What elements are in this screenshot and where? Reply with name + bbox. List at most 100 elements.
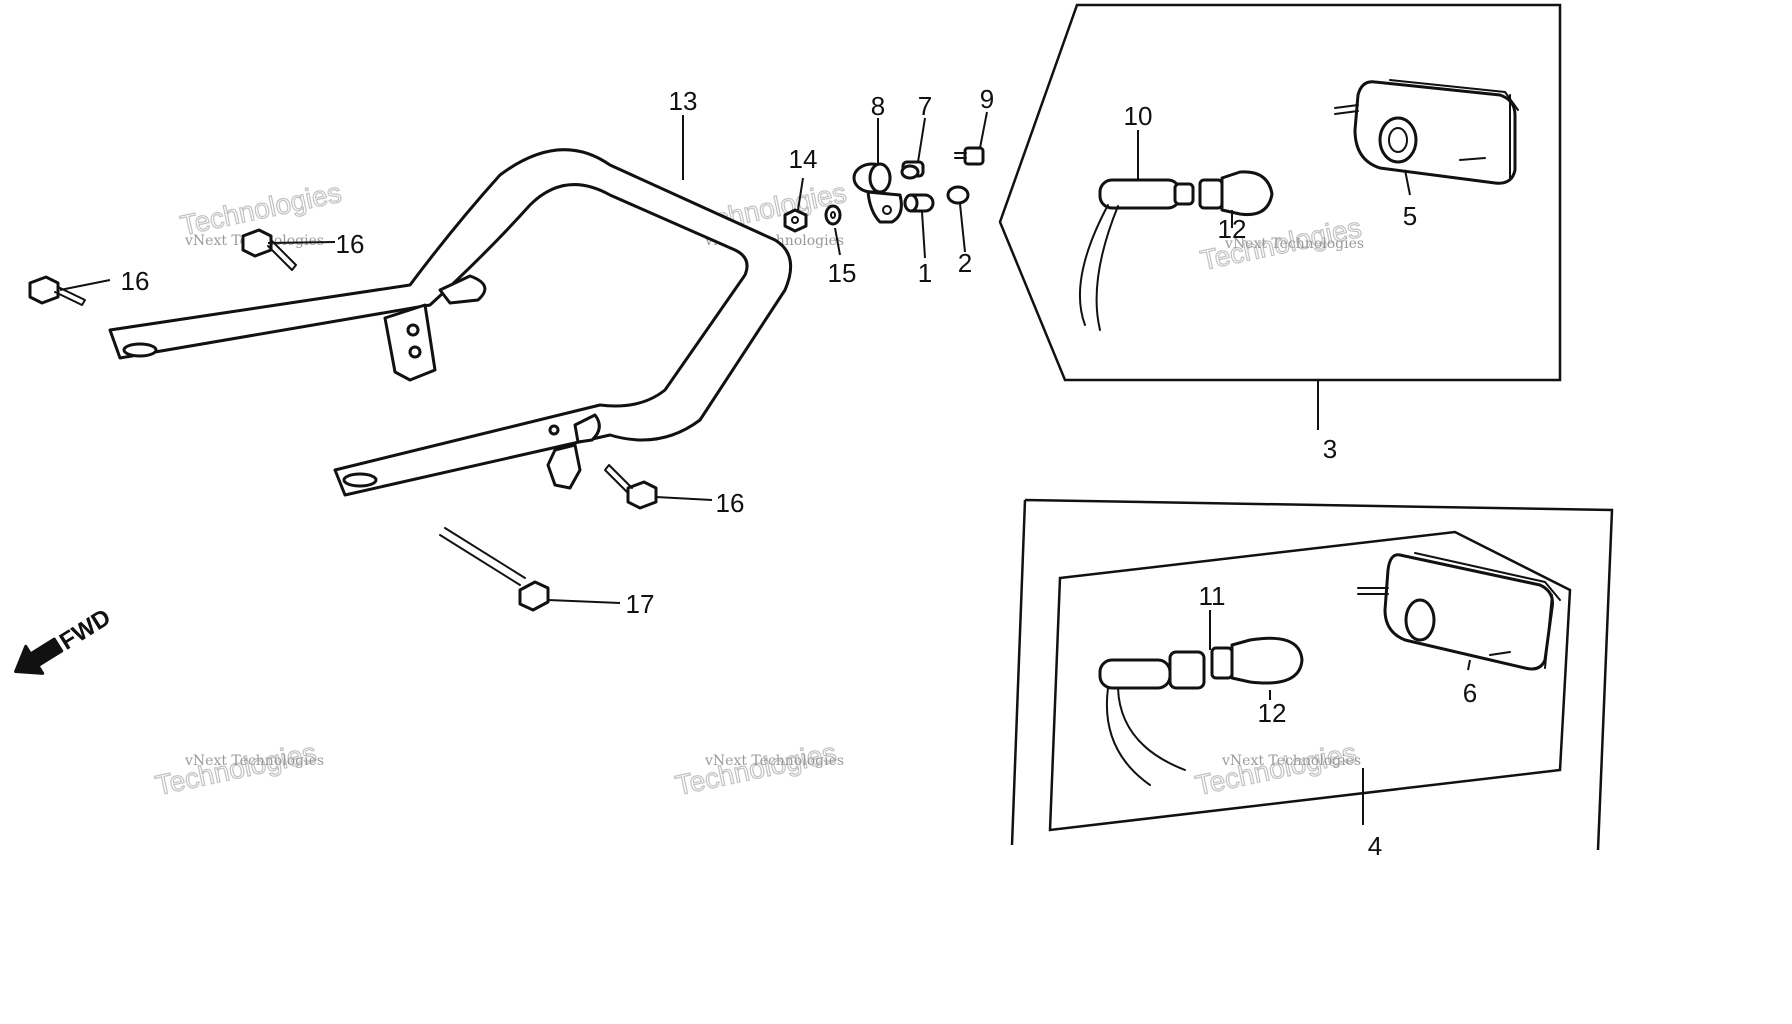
reflector-ridges bbox=[1389, 79, 1519, 181]
callout-2: 2 bbox=[958, 248, 972, 278]
forward-arrow: FWD bbox=[14, 604, 116, 675]
bulb-glass bbox=[1220, 170, 1274, 217]
socket-10 bbox=[1079, 178, 1195, 331]
bumper-tab-left bbox=[438, 274, 487, 305]
screw-head bbox=[963, 146, 985, 166]
socket-wires bbox=[1106, 687, 1186, 786]
leader-9 bbox=[979, 111, 988, 149]
callout-12a: 12 bbox=[1218, 214, 1247, 244]
washer-15 bbox=[824, 204, 842, 226]
mount-face bbox=[868, 162, 892, 194]
grommet-body bbox=[946, 185, 970, 205]
bolt-head bbox=[626, 480, 658, 510]
watermark-line1: vNext Technologies bbox=[1224, 236, 1364, 252]
reflector-lens bbox=[1404, 598, 1436, 642]
leader-17 bbox=[547, 599, 621, 604]
socket-wires bbox=[1079, 204, 1119, 331]
bumper-slot-right bbox=[342, 472, 378, 488]
callout-8: 8 bbox=[871, 91, 885, 121]
bolt-head bbox=[28, 275, 60, 305]
reflector-studs bbox=[1357, 587, 1511, 656]
leader-7 bbox=[917, 117, 926, 163]
collar-7 bbox=[900, 160, 925, 180]
callout-labels: 13 8 7 9 14 15 1 2 16 16 16 17 10 12 5 3… bbox=[121, 84, 1478, 861]
washer-hole bbox=[830, 211, 836, 219]
callout-6: 6 bbox=[1463, 678, 1477, 708]
bolt-16-b bbox=[241, 228, 297, 271]
watermark-line1: vNext Technologies bbox=[184, 753, 324, 769]
nut-body bbox=[783, 208, 808, 233]
callout-5: 5 bbox=[1403, 201, 1417, 231]
callout-7: 7 bbox=[918, 91, 932, 121]
callout-12b: 12 bbox=[1258, 698, 1287, 728]
callout-9: 9 bbox=[980, 84, 994, 114]
callout-15: 15 bbox=[828, 258, 857, 288]
leader-14 bbox=[797, 177, 804, 211]
bracket-hole bbox=[548, 424, 560, 436]
leader-16b bbox=[267, 241, 336, 244]
socket-collar bbox=[1173, 182, 1195, 206]
bolt-17 bbox=[439, 527, 550, 612]
callout-16a: 16 bbox=[121, 266, 150, 296]
screw-thread bbox=[954, 152, 967, 159]
collar-1 bbox=[903, 193, 935, 213]
callout-3: 3 bbox=[1323, 434, 1337, 464]
callout-13: 13 bbox=[669, 86, 698, 116]
leader-16a bbox=[59, 279, 111, 291]
collar-end bbox=[903, 193, 919, 213]
reflector-5 bbox=[1334, 79, 1519, 185]
bulb-12b bbox=[1210, 636, 1304, 685]
leader-15 bbox=[834, 227, 841, 256]
bumper-frame bbox=[108, 148, 793, 497]
bolt-shank bbox=[439, 527, 526, 586]
callout-16b: 16 bbox=[336, 229, 365, 259]
plate-hole bbox=[882, 205, 892, 215]
leader-16c bbox=[655, 496, 713, 501]
reflector-ridges bbox=[1414, 552, 1561, 669]
reflector-lens bbox=[1378, 116, 1418, 164]
socket-body bbox=[1098, 658, 1172, 690]
bolt-head bbox=[518, 580, 550, 612]
socket-11 bbox=[1098, 650, 1206, 786]
callout-11: 11 bbox=[1199, 581, 1226, 611]
bumper-bracket-left bbox=[383, 303, 437, 382]
bolt-shank bbox=[267, 240, 297, 271]
bumper-slot-left bbox=[122, 342, 158, 358]
bracket-hole bbox=[406, 323, 420, 337]
callout-1: 1 bbox=[918, 258, 932, 288]
bumper-frame-tube bbox=[108, 148, 793, 497]
bulb-12a bbox=[1198, 170, 1274, 217]
bulb-base bbox=[1210, 646, 1234, 680]
assembly-box-3 bbox=[998, 3, 1562, 430]
callout-14: 14 bbox=[789, 144, 818, 174]
bolt-head bbox=[241, 228, 273, 258]
reflector-studs bbox=[1334, 104, 1486, 161]
outer-box bbox=[1010, 498, 1614, 851]
arrow-icon bbox=[14, 637, 64, 675]
bumper-bracket-right bbox=[546, 443, 582, 490]
reflector-mount-8 bbox=[852, 162, 903, 224]
nut-14 bbox=[783, 208, 808, 233]
screw-9 bbox=[954, 146, 985, 166]
bumper-tab-right bbox=[573, 413, 601, 444]
bolt-16-c bbox=[604, 464, 658, 510]
grommet-2 bbox=[946, 185, 970, 205]
leader-1 bbox=[921, 211, 926, 259]
socket-collar bbox=[1168, 650, 1206, 690]
callout-17: 17 bbox=[626, 589, 655, 619]
reflector-6 bbox=[1357, 552, 1561, 671]
leader-5 bbox=[1404, 169, 1411, 196]
watermark-line1: vNext Technologies bbox=[1221, 753, 1361, 769]
bracket-hole bbox=[408, 345, 422, 359]
inner-box bbox=[1048, 530, 1572, 832]
direction-label: FWD bbox=[55, 604, 116, 656]
washer-body bbox=[824, 204, 842, 226]
box-outline bbox=[998, 3, 1562, 382]
callout-10: 10 bbox=[1124, 101, 1153, 131]
bolt-shank bbox=[604, 464, 633, 494]
collar-end bbox=[900, 164, 920, 180]
reflector-lens-inner bbox=[1388, 127, 1408, 153]
nut-hole bbox=[791, 216, 799, 224]
assembly-box-4 bbox=[1010, 498, 1614, 851]
